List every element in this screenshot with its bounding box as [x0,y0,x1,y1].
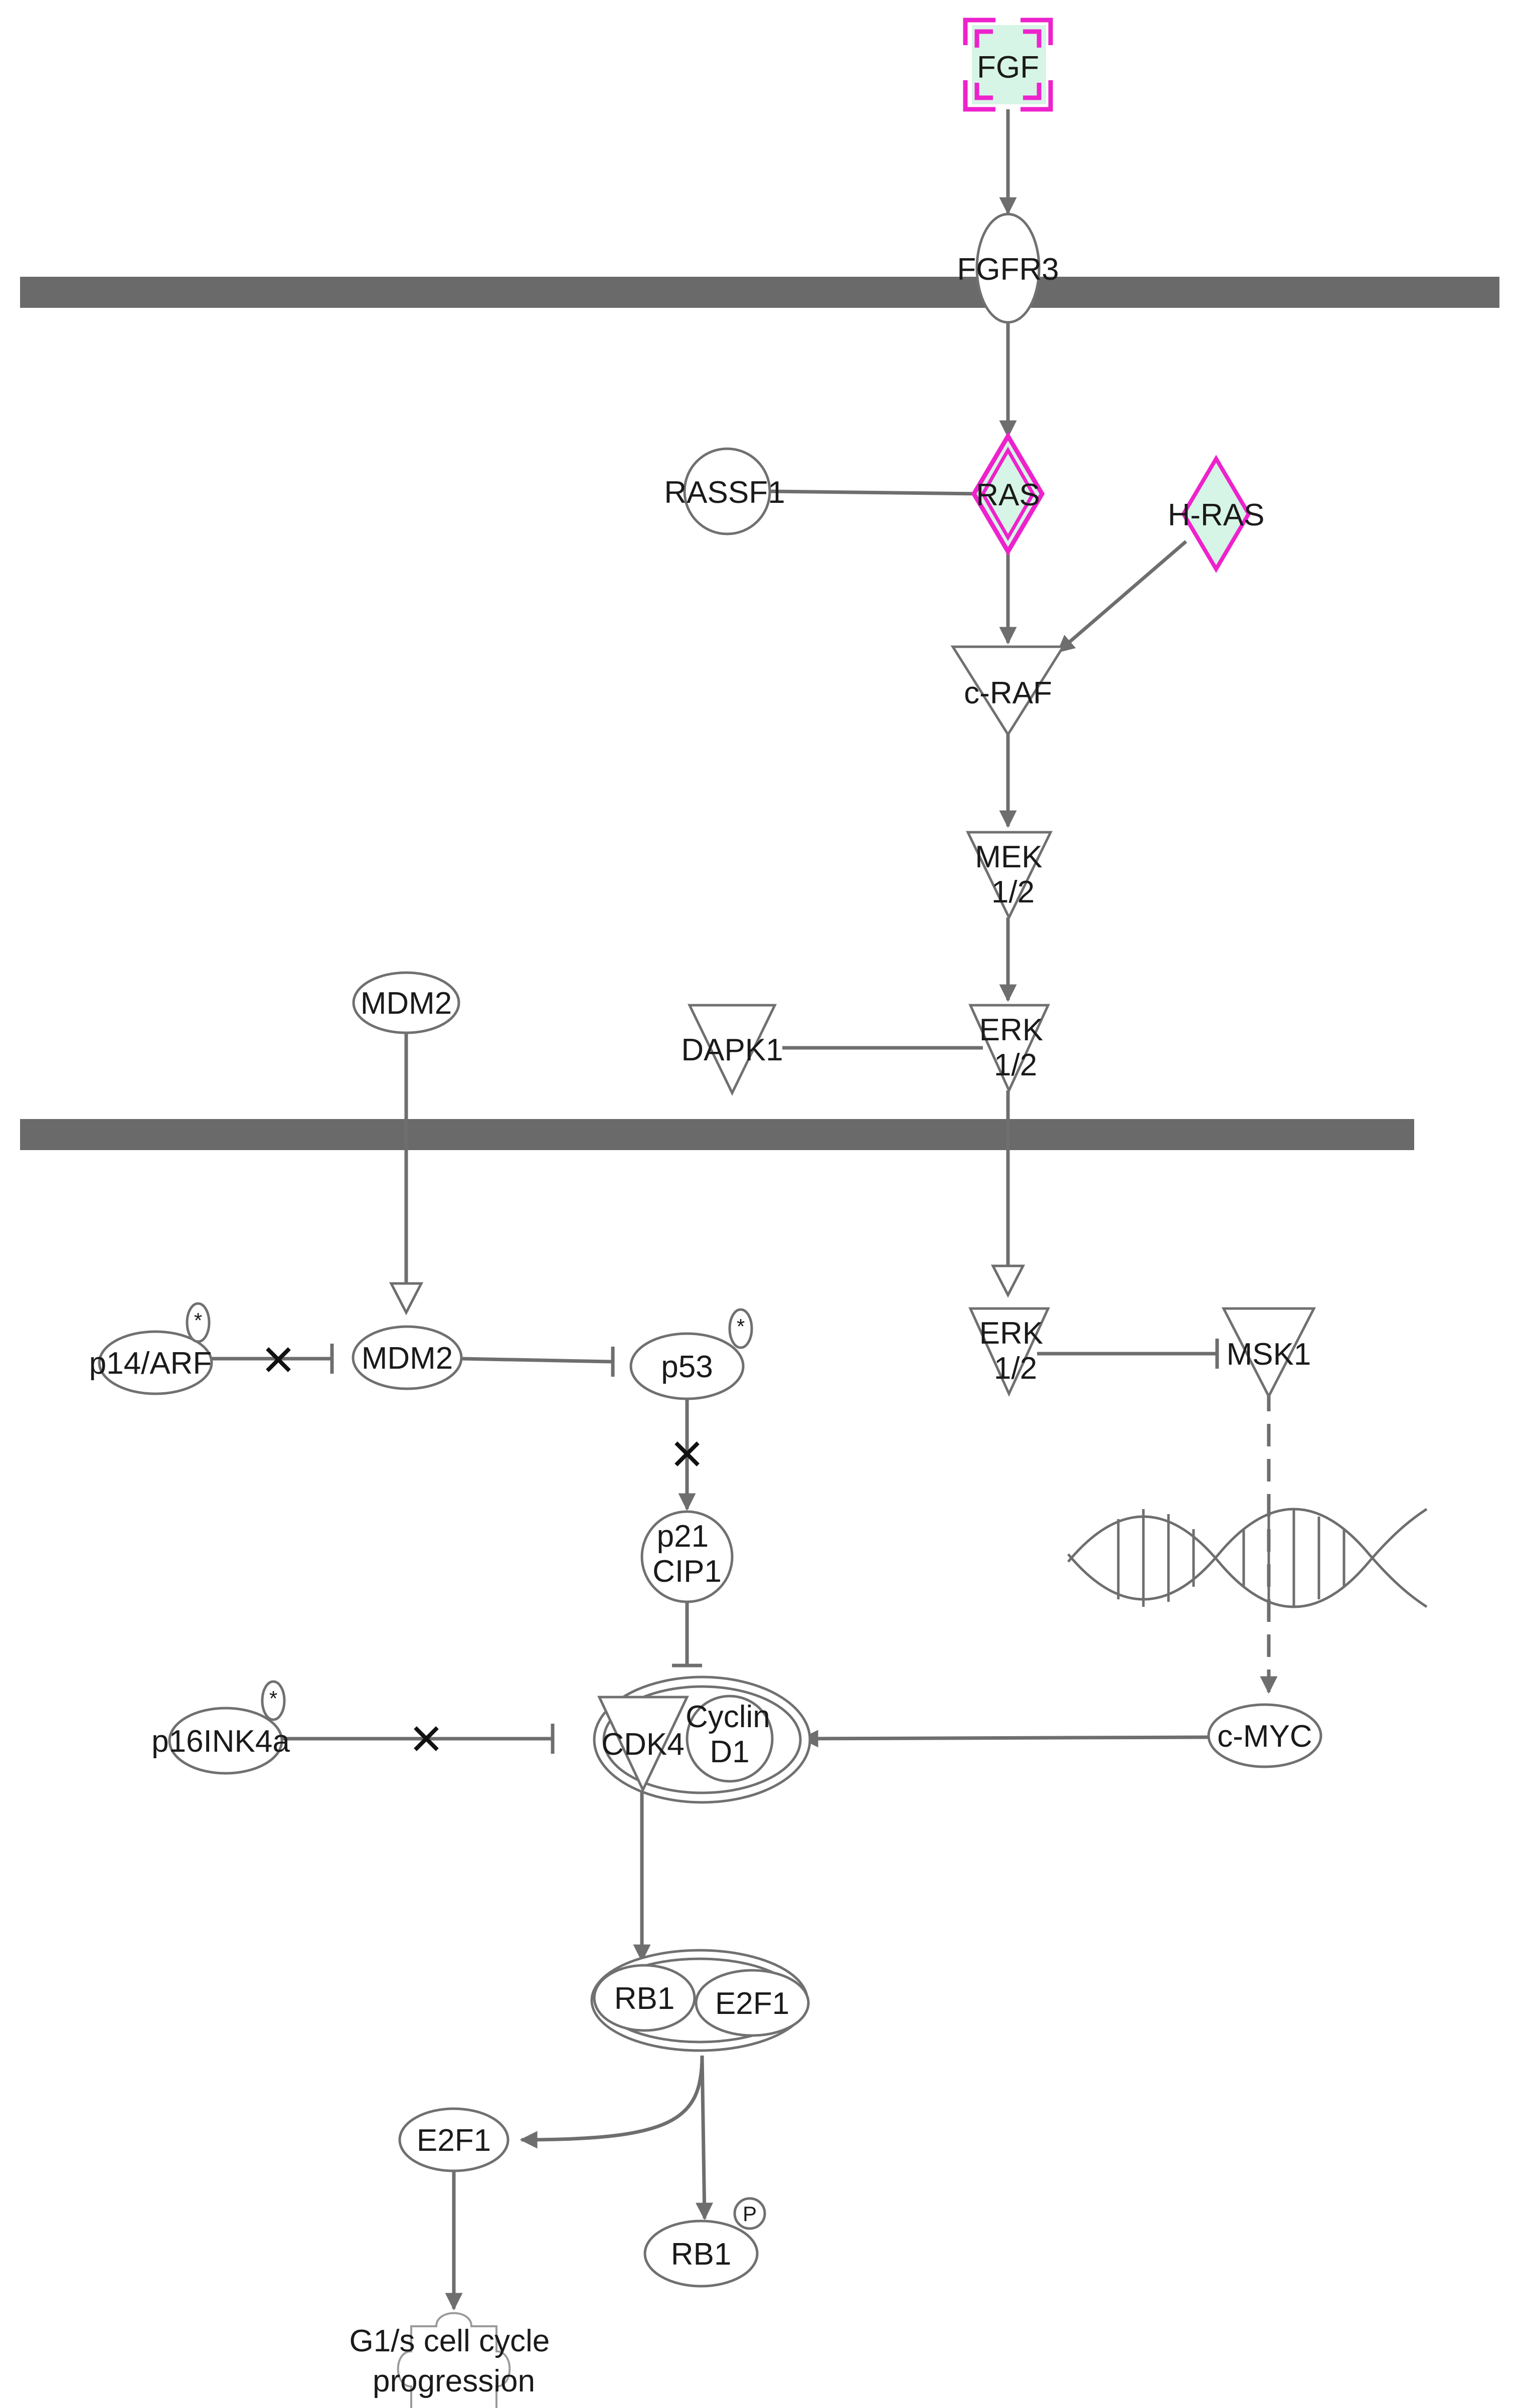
node-p21-label-1: p21 [657,1519,709,1554]
annotation-badge [261,1680,286,1721]
node-craf[interactable]: c-RAF [950,645,1066,737]
node-erk-top[interactable]: ERK 1/2 [968,1004,1052,1094]
blocked-marker [674,1441,700,1466]
node-rassf1[interactable]: RASSF1 [664,447,785,535]
puzzle-icon [397,2312,511,2408]
edge-rb1complex-e2f1 [520,2055,704,2149]
svg-text:ERK 1/2: ERK 1/2 [979,1013,1052,1082]
node-erk[interactable]: ERK 1/2 [968,1307,1052,1397]
node-erk-top-label-1: ERK [979,1013,1043,1047]
node-msk1[interactable]: MSK1 [1221,1307,1316,1399]
node-e2f1-label: E2F1 [417,2123,491,2158]
annotation-badge [728,1308,753,1349]
node-cdk4[interactable]: CDK4 [597,1696,689,1793]
blocked-marker [414,1726,439,1751]
edge-rassf1-ras [769,489,983,496]
node-e2f1-complex[interactable]: E2F1 [695,1969,810,2037]
node-cdk4-label: CDK4 [601,1727,684,1762]
edge-cmyc-cdk4 [800,1730,1209,1748]
node-rb1[interactable]: RB1 P [643,2197,766,2288]
node-erk-label-1: ERK [979,1316,1043,1351]
node-mdm2-top-label: MDM2 [361,986,452,1021]
node-dapk1-label: DAPK1 [681,1033,783,1067]
complex-cdk4-cyclind1[interactable]: CDK4 Cyclin D1 [593,1676,811,1804]
complex-rb1-e2f1[interactable]: RB1 E2F1 [590,1949,810,2052]
nuclear-membrane [20,1119,1414,1150]
node-p16-badge: * [269,1687,277,1710]
node-g1s-label-1: G1/s cell cycle [350,2324,550,2358]
svg-text:MEK 1/2: MEK 1/2 [975,840,1051,909]
node-p14arf[interactable]: p14/ARF * [89,1302,213,1395]
svg-text:G1/s cell cycle progre: G1/s cell cycle progression [350,2324,559,2398]
node-rb1-complex-label: RB1 [614,1981,675,2016]
node-cyclind1[interactable]: Cyclin D1 [686,1695,779,1783]
node-g1s-label-2: progression [373,2364,535,2398]
node-rb1-label: RB1 [671,2237,732,2272]
annotation-badge [186,1302,211,1343]
node-mdm2-label: MDM2 [362,1341,453,1376]
open-arrowhead [389,1282,424,1316]
node-fgf[interactable]: FGF [963,18,1053,112]
phospho-badge [733,2197,766,2230]
node-p53-label: p53 [661,1350,713,1384]
node-p14arf-badge: * [194,1309,202,1332]
node-p16-label: p16INK4a [151,1724,290,1759]
node-g1s[interactable]: G1/s cell cycle progression [350,2312,559,2408]
node-hras-label: H-RAS [1168,498,1265,532]
node-e2f1-complex-label: E2F1 [715,1986,789,2021]
node-mek[interactable]: MEK 1/2 [966,831,1053,920]
edge-rb1complex-rb1 [696,2055,714,2220]
node-hras[interactable]: H-RAS [1168,455,1265,573]
node-cmyc-label: c-MYC [1217,1719,1312,1754]
node-p14arf-label: p14/ARF [89,1346,212,1381]
node-p21-label-2: CIP1 [652,1554,722,1589]
node-mdm2[interactable]: MDM2 [352,1325,463,1390]
node-p53-badge: * [737,1315,745,1338]
node-msk1-label: MSK1 [1227,1337,1311,1372]
node-fgfr3[interactable]: FGFR3 [957,213,1059,324]
plasma-membrane [20,277,1499,308]
node-p16[interactable]: p16INK4a * [151,1680,290,1775]
svg-text:ERK 1/2: ERK 1/2 [979,1316,1052,1386]
node-mdm2-top[interactable]: MDM2 [352,971,460,1034]
node-dapk1[interactable]: DAPK1 [681,1004,783,1096]
node-cmyc[interactable]: c-MYC [1207,1703,1322,1768]
node-p21[interactable]: p21 CIP1 [640,1510,734,1603]
node-erk-top-label-2: 1/2 [994,1048,1037,1082]
open-arrowhead [990,1264,1026,1298]
edge-mdm2-p53 [461,1357,612,1364]
node-ras[interactable]: RAS [971,432,1045,556]
edge-hras-craf [1057,540,1188,653]
node-p53[interactable]: p53 * [629,1308,753,1400]
node-rb1-badge: P [743,2202,757,2226]
blocked-marker [266,1347,291,1372]
node-ras-label: RAS [976,478,1040,512]
node-mek-label-1: MEK [975,840,1042,874]
node-fgfr3-label: FGFR3 [957,252,1059,287]
node-fgf-label: FGF [977,50,1039,85]
node-craf-label: c-RAF [964,676,1052,710]
node-mek-label-2: 1/2 [991,875,1035,909]
svg-text:p21 CIP1: p21 CIP1 [652,1519,722,1589]
node-cyclind1-label-2: D1 [710,1735,749,1769]
node-cyclind1-label-1: Cyclin [686,1700,770,1734]
node-rb1-complex[interactable]: RB1 [593,1964,696,2032]
dna-icon [1067,1508,1428,1608]
node-erk-label-2: 1/2 [994,1351,1037,1386]
node-rassf1-label: RASSF1 [664,475,785,510]
svg-text:Cyclin D1: Cyclin D1 [686,1700,779,1769]
node-e2f1[interactable]: E2F1 [398,2107,510,2172]
